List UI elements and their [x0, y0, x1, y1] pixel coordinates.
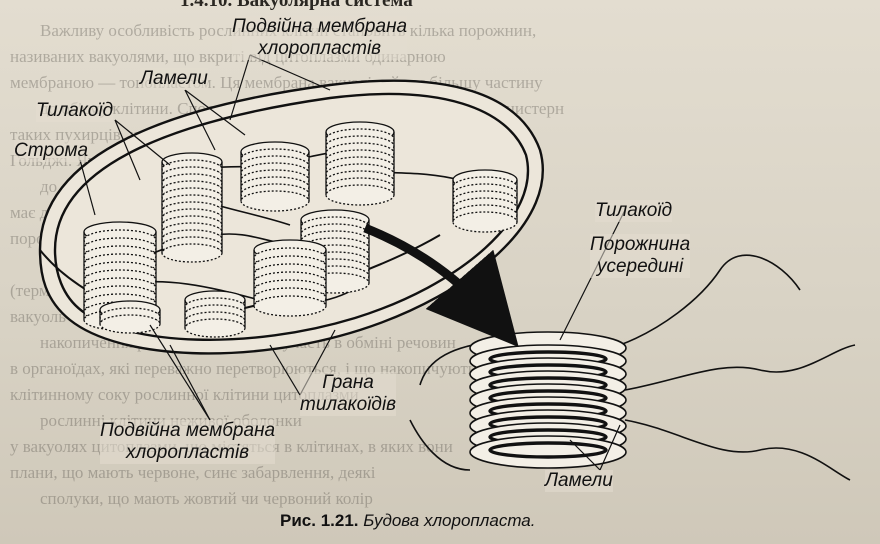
- granum-stack: [240, 141, 310, 212]
- background-text-line: сполуки, що мають жовтий чи червоний кол…: [40, 489, 373, 508]
- thylakoid-lumen: [488, 441, 608, 459]
- granum-stack: [253, 239, 327, 317]
- background-text-line: плани, що мають червоне, синє забарвленн…: [10, 463, 376, 482]
- granum-stack: [99, 300, 161, 334]
- label-double-membrane-top: Подвійна мембрана хлоропластів: [232, 16, 408, 60]
- granum-stack: [184, 290, 246, 338]
- background-text-line: клітинному соку рослинної клітини цитопл…: [10, 385, 359, 404]
- enlarged-granum: [409, 254, 856, 481]
- granum-stack: [452, 169, 518, 233]
- figure-caption: Рис. 1.21. Будова хлоропласта.: [280, 511, 535, 531]
- label-inner-space: Порожнина усередині: [590, 234, 691, 278]
- caption-number: Рис. 1.21.: [280, 511, 359, 530]
- label-lamellae-bottom: Ламели: [545, 470, 613, 492]
- label-double-membrane-bottom: Подвійна мембрана хлоропластів: [100, 420, 276, 464]
- granum-stack: [161, 152, 223, 263]
- label-thylakoid-right: Тилакоїд: [595, 200, 673, 222]
- granum-stack: [325, 121, 395, 206]
- caption-text: Будова хлоропласта.: [363, 511, 536, 530]
- label-stroma: Строма: [14, 140, 89, 162]
- label-thylakoids-left: Тилакоїд: [36, 100, 114, 122]
- section-heading: 1.4.10. Вакуолярна система: [180, 0, 413, 11]
- zoom-arrow: [363, 223, 519, 348]
- label-grana: Грана тилакоїдів: [300, 372, 397, 416]
- label-lamellae-top: Ламели: [140, 68, 208, 90]
- grana-stacks: [83, 121, 518, 338]
